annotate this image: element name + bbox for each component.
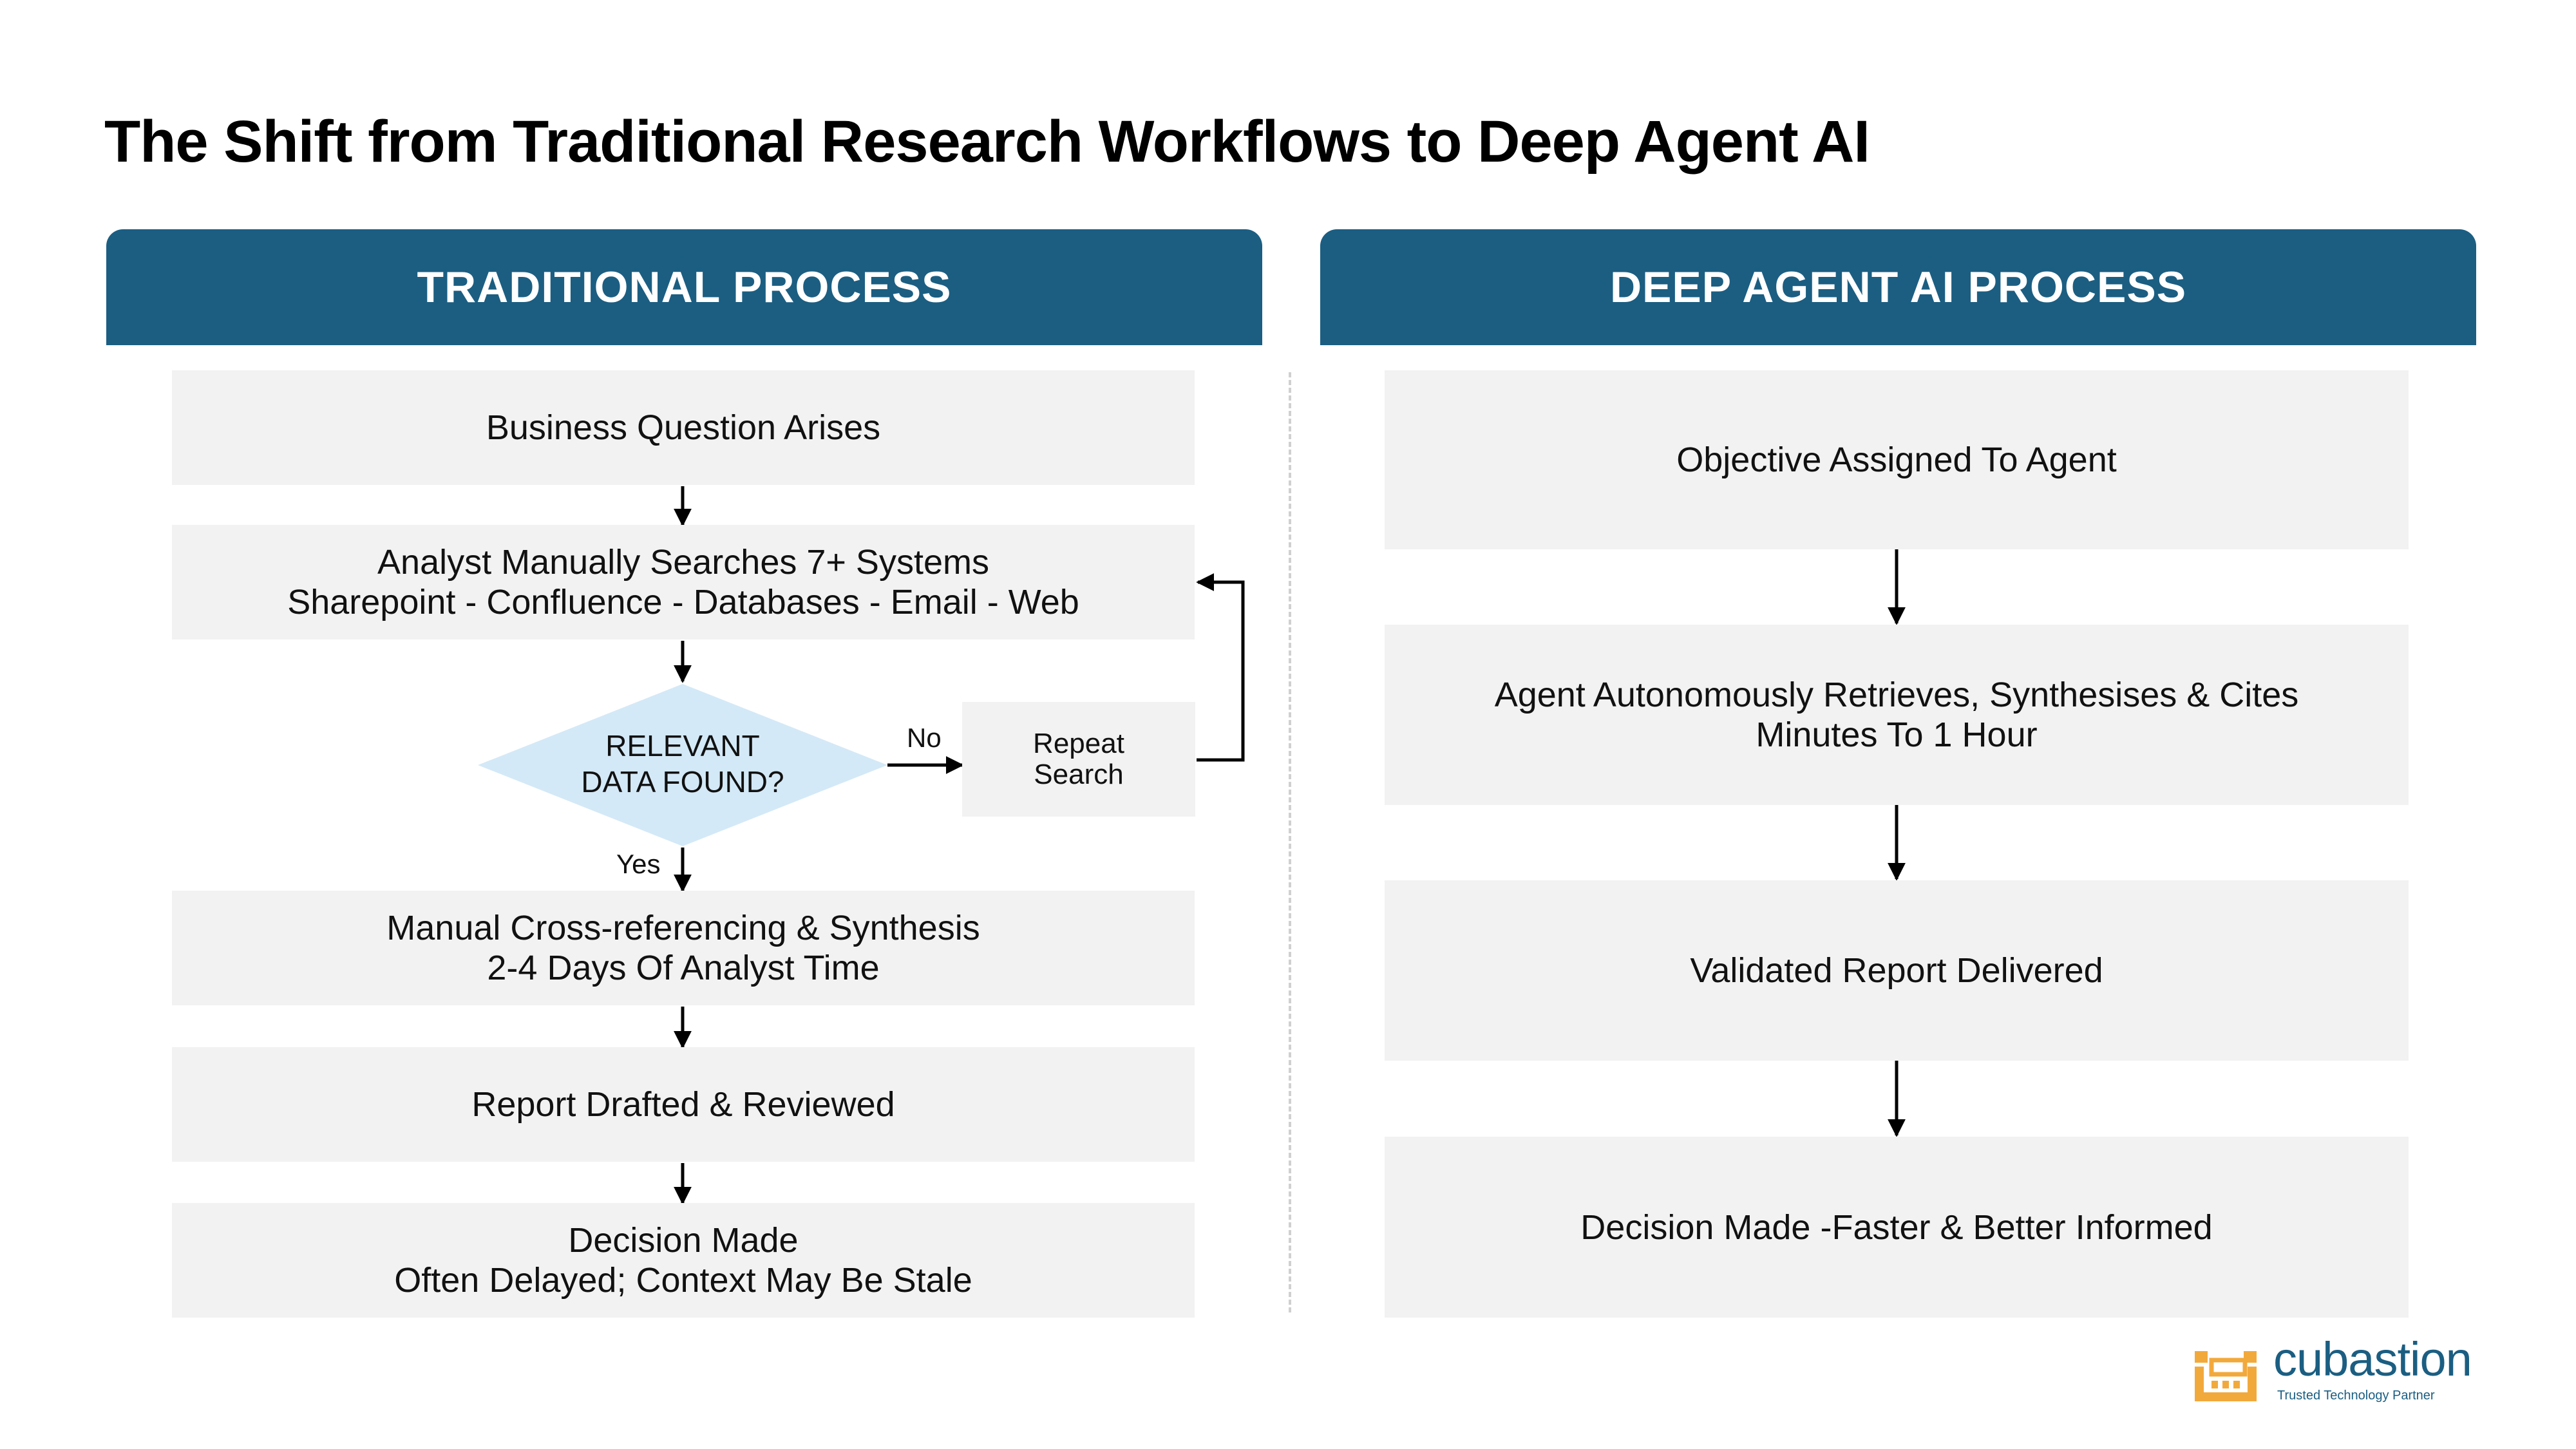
- yes-label: Yes: [616, 849, 661, 879]
- decision-label-line1: RELEVANT: [605, 729, 760, 762]
- agent-step-autonomous-retrieval-line2: Minutes To 1 Hour: [1756, 715, 2038, 754]
- trad-step-repeat-search-line1: Repeat: [1033, 728, 1124, 759]
- trad-step-repeat-search-line2: Search: [1034, 759, 1124, 790]
- agent-step-report-delivered-text: Validated Report Delivered: [1690, 951, 2103, 990]
- agent-step-report-delivered: Validated Report Delivered: [1385, 880, 2409, 1061]
- decision-label-line2: DATA FOUND?: [581, 765, 784, 799]
- traditional-process-header: TRADITIONAL PROCESS: [106, 229, 1262, 345]
- column-divider: [1289, 372, 1291, 1312]
- agent-step-autonomous-retrieval-line1: Agent Autonomously Retrieves, Synthesise…: [1494, 676, 2299, 714]
- agent-step-objective-assigned: Objective Assigned To Agent: [1385, 370, 2409, 549]
- agent-step-autonomous-retrieval: Agent Autonomously Retrieves, Synthesise…: [1385, 625, 2409, 805]
- agent-step-decision-made-text: Decision Made -Faster & Better Informed: [1580, 1208, 2213, 1247]
- arrow-repeat-loop: [1196, 573, 1245, 762]
- trad-step-cross-referencing-line1: Manual Cross-referencing & Synthesis: [386, 909, 980, 947]
- trad-step-report-drafted: Report Drafted & Reviewed: [172, 1047, 1195, 1162]
- trad-step-report-drafted-text: Report Drafted & Reviewed: [471, 1085, 895, 1124]
- page-title: The Shift from Traditional Research Work…: [104, 109, 1870, 175]
- trad-step-manual-search: Analyst Manually Searches 7+ Systems Sha…: [172, 525, 1195, 639]
- trad-step-repeat-search: Repeat Search: [962, 702, 1195, 817]
- cubastion-logo-icon: [2195, 1351, 2257, 1401]
- no-label: No: [907, 723, 942, 753]
- decision-label: RELEVANT DATA FOUND?: [477, 728, 889, 800]
- trad-step-manual-search-line1: Analyst Manually Searches 7+ Systems: [377, 543, 989, 582]
- trad-step-cross-referencing: Manual Cross-referencing & Synthesis 2-4…: [172, 891, 1195, 1005]
- logo-tagline: Trusted Technology Partner: [2277, 1388, 2435, 1403]
- agent-step-objective-assigned-text: Objective Assigned To Agent: [1676, 440, 2117, 479]
- decision-diamond: [478, 684, 887, 846]
- trad-step-business-question-text: Business Question Arises: [486, 408, 881, 447]
- trad-step-decision-made-line2: Often Delayed; Context May Be Stale: [394, 1261, 972, 1300]
- trad-step-decision-made: Decision Made Often Delayed; Context May…: [172, 1203, 1195, 1318]
- trad-step-business-question: Business Question Arises: [172, 370, 1195, 485]
- deep-agent-process-header: DEEP AGENT AI PROCESS: [1320, 229, 2476, 345]
- trad-step-cross-referencing-line2: 2-4 Days Of Analyst Time: [487, 949, 880, 987]
- logo-name: cubastion: [2273, 1332, 2472, 1386]
- trad-step-manual-search-line2: Sharepoint - Confluence - Databases - Em…: [287, 583, 1079, 621]
- agent-step-decision-made: Decision Made -Faster & Better Informed: [1385, 1137, 2409, 1318]
- trad-step-decision-made-line1: Decision Made: [568, 1221, 799, 1260]
